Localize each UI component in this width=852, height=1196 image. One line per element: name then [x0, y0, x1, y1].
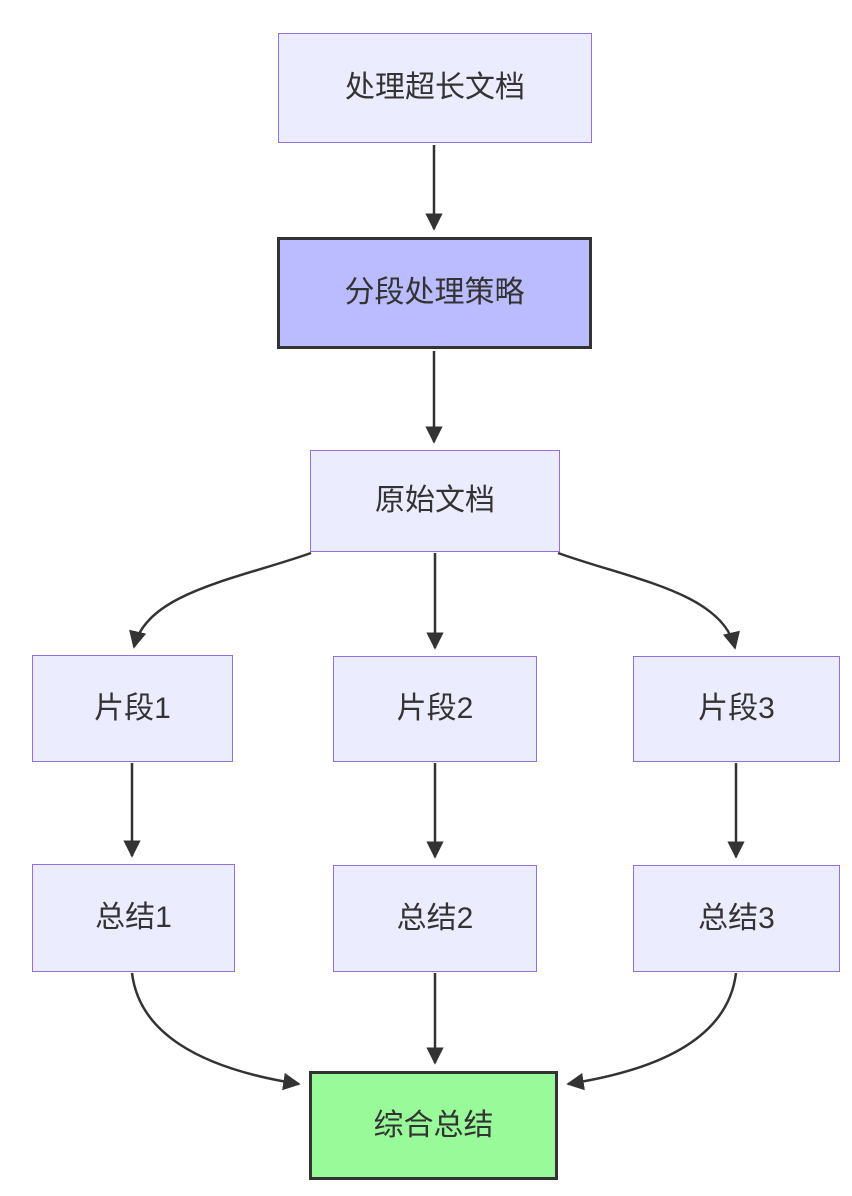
node-summary-1-label: 总结1: [95, 901, 172, 934]
node-summary-3: 总结3: [633, 865, 840, 972]
node-doc: 处理超长文档: [278, 33, 592, 143]
node-summary-2: 总结2: [333, 865, 537, 972]
node-final-summary: 综合总结: [309, 1071, 558, 1180]
node-original-document: 原始文档: [310, 450, 560, 552]
node-fragment-1: 片段1: [32, 655, 233, 762]
edge-original-to-fragment-3: [557, 551, 740, 650]
node-final-summary-label: 综合总结: [373, 1108, 494, 1142]
node-strategy: 分段处理策略: [277, 237, 592, 349]
node-fragment-2: 片段2: [333, 656, 537, 762]
edge-summary-3-to-final: [566, 972, 738, 1091]
edge-summary-1-to-final: [130, 972, 301, 1091]
node-summary-3-label: 总结3: [698, 901, 775, 935]
node-strategy-label: 分段处理策略: [344, 276, 525, 309]
node-fragment-3-label: 片段3: [698, 692, 775, 725]
node-fragment-1-label: 片段1: [94, 691, 171, 725]
edge-original-to-fragment-1: [129, 551, 312, 649]
node-fragment-3: 片段3: [633, 656, 840, 762]
node-fragment-2-label: 片段2: [396, 692, 474, 725]
node-summary-1: 总结1: [32, 864, 235, 972]
node-summary-2-label: 总结2: [396, 901, 474, 935]
node-doc-label: 处理超长文档: [345, 71, 525, 104]
node-original-document-label: 原始文档: [375, 484, 495, 517]
